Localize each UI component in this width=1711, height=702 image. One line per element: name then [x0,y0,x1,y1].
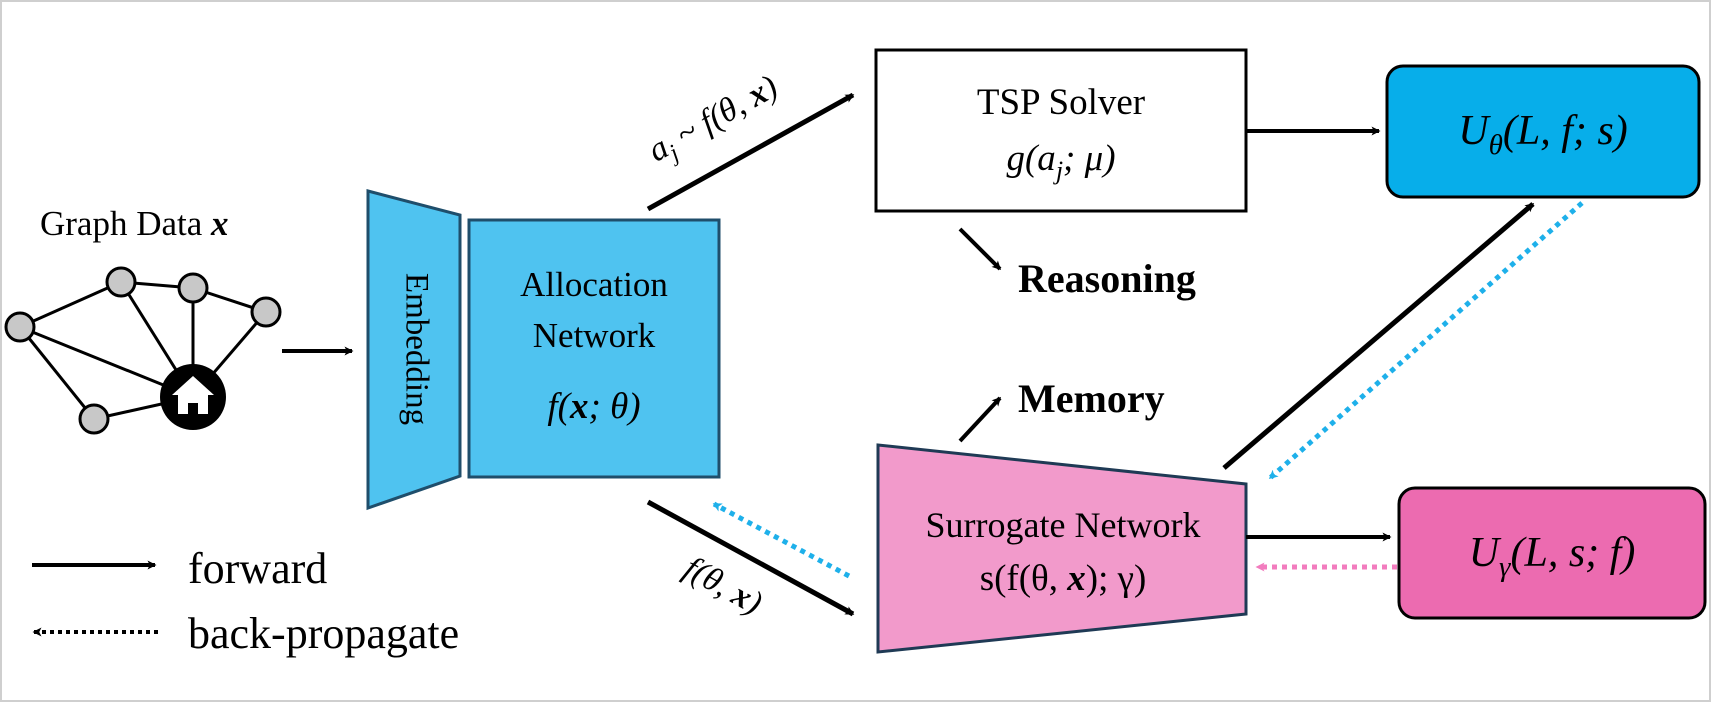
surrogate-title: Surrogate Network [926,505,1201,545]
tsp-solver-formula: g(aj; μ) [1006,138,1115,185]
arrow-surrogate-to-u-theta [1222,202,1535,470]
home-icon [160,364,226,430]
allocation-label-line1: Allocation [520,265,668,304]
reasoning-label: Reasoning [1018,256,1196,301]
embedding-label: Embedding [398,273,434,425]
graph-node [177,272,209,304]
surrogate-formula: s(f(θ, x); γ) [980,558,1147,599]
arrow-memory [958,396,1002,443]
graph-title: Graph Data x [40,204,229,243]
u-theta-formula: Uθ(L, f; s) [1458,108,1627,161]
legend-forward-label: forward [188,544,327,593]
allocation-formula: f(x; θ) [547,386,640,427]
graph-node [250,296,282,328]
arrow-allocation-to-tsp [646,92,855,212]
legend-backprop-label: back-propagate [188,609,459,658]
memory-label: Memory [1018,376,1165,421]
u-theta-block [1385,64,1701,199]
graph-node [78,403,110,435]
arrow-reasoning [958,227,1002,271]
surrogate-network-block [876,443,1248,654]
tsp-solver-title: TSP Solver [977,82,1145,123]
graph-node [105,266,137,298]
tsp-solver-block [874,48,1248,213]
graph-nodes [4,266,282,435]
u-gamma-block [1397,486,1707,620]
allocation-network-block [467,218,721,479]
arrow-allocation-to-surrogate [646,499,855,617]
embedding-block [366,189,462,511]
u-gamma-formula: Uγ(L, s; f) [1469,530,1636,583]
graph-node [4,311,36,343]
allocation-label-line2: Network [533,316,656,355]
